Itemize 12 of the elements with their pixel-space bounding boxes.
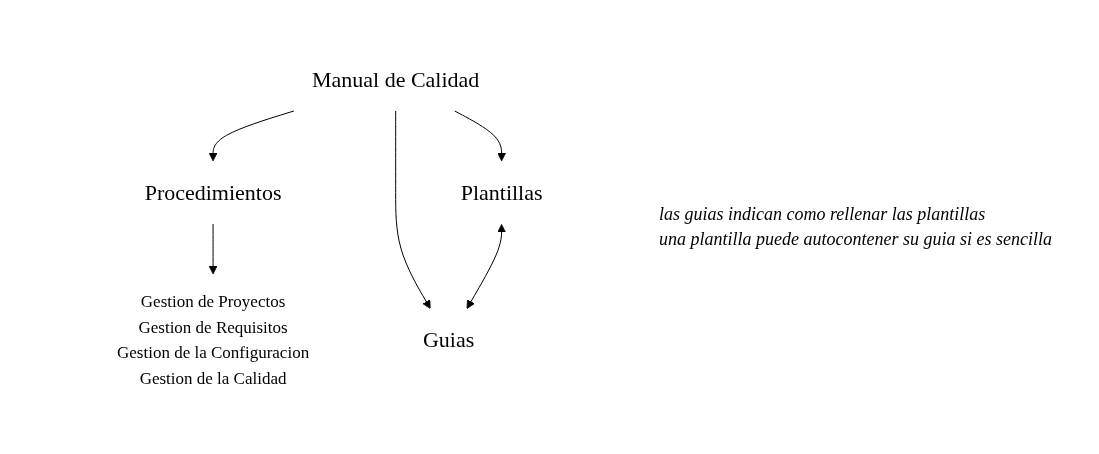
arrow <box>453 110 506 162</box>
node-text: Procedimientos <box>144 179 282 205</box>
arrow <box>208 110 295 162</box>
node-text: Guias <box>422 327 475 353</box>
node-text: Gestion de Proyectos Gestion de Requisitos Gestion de la Configuracion Gestion de la Calidad <box>116 291 309 388</box>
arrow <box>208 223 218 275</box>
node-text: Plantillas <box>460 179 543 205</box>
arrow <box>466 224 506 309</box>
note-text: una plantilla puede autocontener su guia si es sencilla <box>659 229 1053 250</box>
note-text: las guias indican como rellenar las plantillas <box>659 204 987 225</box>
arrow <box>394 110 431 309</box>
node-text: Manual de Calidad <box>311 67 480 92</box>
